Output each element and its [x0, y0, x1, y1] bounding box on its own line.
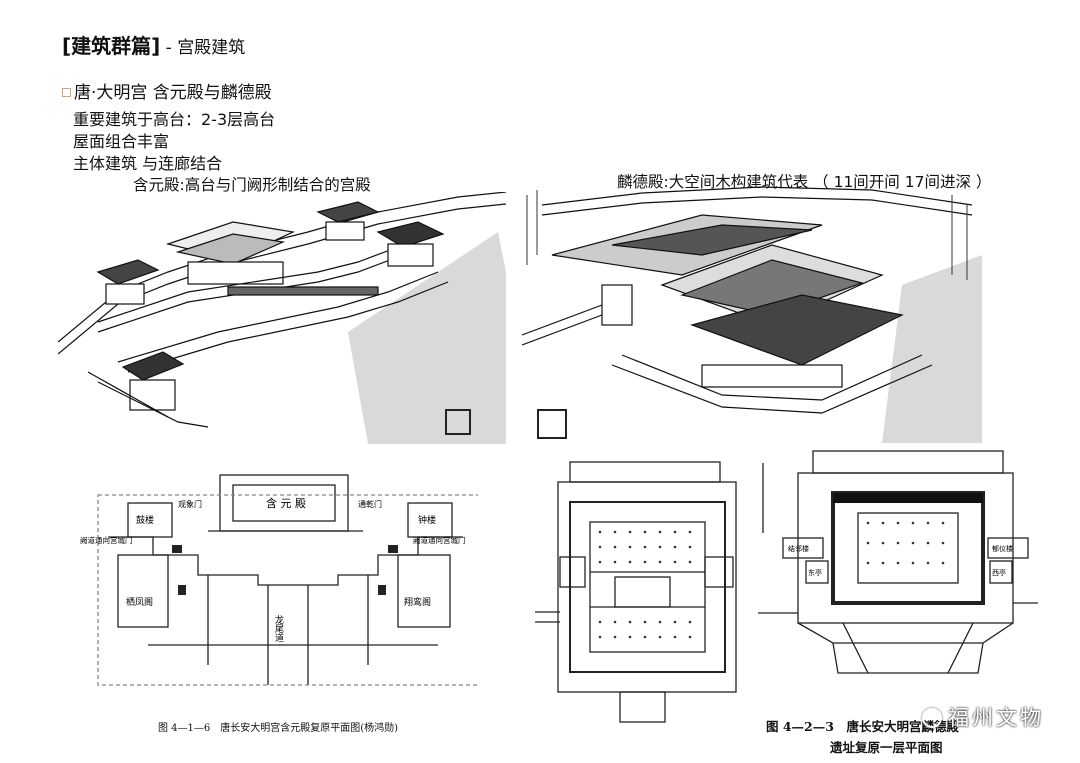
plan-right-corridor-label: 阙道通向宫城门: [413, 535, 466, 545]
plan-right-gate-label: 通乾门: [358, 499, 382, 509]
plan-left-gate-label: 观象门: [178, 499, 202, 509]
point-1: 重要建筑于高台：2-3层高台: [73, 110, 276, 129]
plan-left-lou-label: 结邻楼: [788, 544, 809, 553]
watermark: 福州文物: [922, 702, 1044, 732]
wechat-icon: [922, 708, 942, 728]
plan-left-corridor-label: 阙道通向宫城门: [80, 535, 133, 545]
plan-ramp-label: 龙尾道: [273, 614, 284, 643]
watermark-text: 福州文物: [948, 706, 1044, 730]
hanyuan-caption: 含元殿:高台与门阙形制结合的宫殿: [133, 176, 371, 194]
point-3: 主体建筑 与连廊结合: [73, 154, 223, 173]
title-sub: - 宫殿建筑: [160, 38, 246, 58]
slide-title: [建筑群篇] - 宫殿建筑: [62, 30, 245, 59]
point-2: 屋面组合丰富: [73, 132, 170, 151]
linde-plan-caption-2: 遗址复原一层平面图: [830, 740, 943, 755]
hanyuan-perspective-drawing: [58, 192, 506, 444]
linde-plan-drawing-b: 结邻楼 郁仪楼 东亭 西亭: [758, 443, 1038, 703]
linde-caption: 麟德殿:大空间木构建筑代表 （ 11间开间 17间进深 ）: [617, 173, 992, 191]
hanyuan-plan-drawing: 含 元 殿 鼓楼 钟楼 观象门 通乾门 栖凤阁 翔鸾阁 阙道通向宫城门 阙道通向…: [78, 445, 478, 695]
plan-left-pavilion-label: 栖凤阁: [126, 596, 153, 608]
linde-perspective-drawing: [522, 185, 982, 443]
linde-plan-drawing-a: [530, 452, 755, 727]
plan-right-lou-label: 郁仪楼: [992, 544, 1013, 553]
plan-right-pavilion-label: 翔鸾阁: [404, 596, 431, 608]
hanyuan-plan-caption: 图 4—1—6 唐长安大明宫含元殿复原平面图(杨鸿勋): [158, 723, 399, 734]
plan-left-tower2-label: 东亭: [808, 568, 822, 577]
plan-left-tower-label: 鼓楼: [136, 514, 154, 526]
bullet-square-icon: [62, 88, 71, 97]
plan-right-tower-label: 钟楼: [418, 514, 436, 526]
linde-plan-caption-1: 图 4—2—3 唐长安大明宫麟德殿: [766, 719, 959, 734]
title-main: [建筑群篇]: [62, 34, 161, 58]
plan-hall-label: 含 元 殿: [266, 496, 306, 510]
bullet-heading: 唐·大明宫 含元殿与麟德殿: [62, 78, 272, 103]
plan-right-tower2-label: 西亭: [992, 568, 1006, 577]
bullet-text: 唐·大明宫 含元殿与麟德殿: [74, 83, 272, 103]
